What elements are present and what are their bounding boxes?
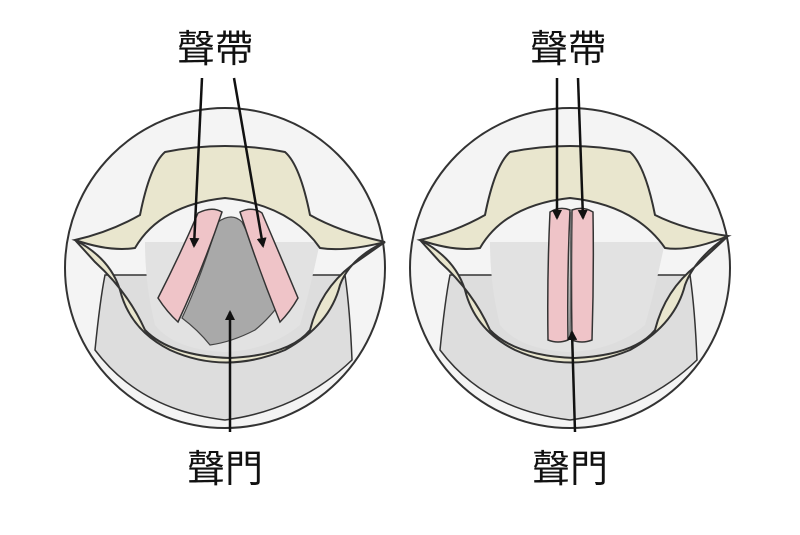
left-vocal-fold-left bbox=[157, 208, 223, 324]
right-epiglottis bbox=[416, 145, 732, 250]
left-glottis-label: 聲門 bbox=[187, 447, 263, 491]
right-glottis-slit bbox=[569, 211, 572, 341]
right-vocal-folds-label: 聲帶 bbox=[530, 27, 606, 71]
left-panel-open: 聲帶 聲門 bbox=[64, 27, 386, 491]
left-epiglottis bbox=[71, 145, 386, 251]
right-vocal-fold-right bbox=[570, 207, 595, 343]
right-panel-closed: 聲帶 聲門 bbox=[409, 27, 732, 491]
right-cartilage-ring bbox=[419, 235, 729, 364]
left-cartilage-ring bbox=[74, 239, 386, 364]
right-arrow-vocal-fold-2 bbox=[576, 77, 588, 220]
left-arrow-vocal-fold-1 bbox=[189, 77, 204, 248]
left-arrow-vocal-fold-2 bbox=[232, 77, 267, 248]
right-vocal-fold-left bbox=[547, 207, 571, 343]
right-arrow-glottis bbox=[567, 330, 578, 433]
left-vocal-folds-label: 聲帶 bbox=[177, 27, 253, 71]
right-glottis-label: 聲門 bbox=[532, 447, 608, 491]
left-glottis-opening bbox=[181, 216, 285, 346]
